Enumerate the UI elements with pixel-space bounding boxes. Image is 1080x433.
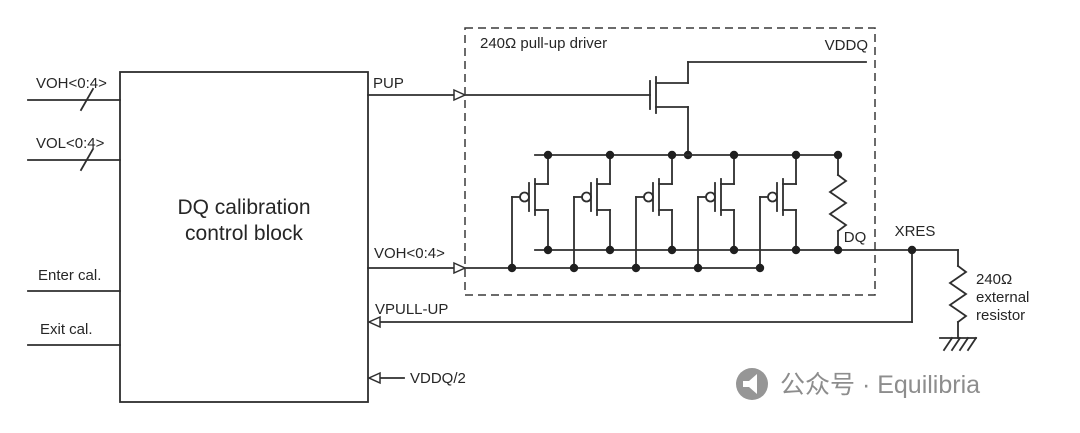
driver-transistor-5	[754, 149, 802, 274]
label-exit-cal: Exit cal.	[40, 321, 93, 338]
label-xres: XRES	[895, 223, 936, 240]
vddq2-arrowhead	[367, 371, 381, 385]
label-ext-res-line2: external	[976, 289, 1029, 306]
watermark-text: 公众号 · Equilibria	[780, 371, 980, 399]
pullup-driver-box	[464, 27, 876, 296]
label-vpullup: VPULL-UP	[375, 301, 448, 318]
dq-rail	[534, 245, 959, 255]
voh-arrowhead	[453, 261, 467, 275]
top-pmos-transistor	[649, 61, 867, 160]
driver-resistor	[828, 150, 848, 255]
driver-transistor-4	[692, 149, 740, 274]
control-block	[119, 71, 369, 403]
label-voh-input: VOH<0:4>	[36, 75, 107, 92]
external-resistor	[948, 249, 968, 339]
driver-transistor-3	[630, 149, 678, 274]
label-ext-res-line3: resistor	[976, 307, 1025, 324]
label-driver-title: 240Ω pull-up driver	[480, 35, 607, 52]
watermark: 公众号 · Equilibria	[736, 368, 980, 400]
input-vol-bus	[27, 147, 121, 172]
vpullup-arrowhead	[367, 315, 381, 329]
control-block-title-line2: control block	[185, 222, 303, 245]
label-enter-cal: Enter cal.	[38, 267, 101, 284]
label-pup: PUP	[373, 75, 404, 92]
label-vddq: VDDQ	[825, 37, 868, 54]
ground-symbol	[939, 336, 978, 352]
label-vol-input: VOL<0:4>	[36, 135, 105, 152]
speaker-icon	[743, 374, 757, 394]
input-voh-bus	[27, 87, 121, 112]
label-voh-out: VOH<0:4>	[374, 245, 445, 262]
control-block-title-line1: DQ calibration	[177, 196, 310, 219]
label-dq: DQ	[844, 229, 867, 246]
label-ext-res-line1: 240Ω	[976, 271, 1012, 288]
vpullup-signal-wire	[377, 249, 913, 323]
driver-transistor-2	[568, 149, 616, 274]
driver-transistor-1	[506, 149, 554, 274]
pup-arrowhead	[453, 88, 467, 102]
label-vddq2: VDDQ/2	[410, 370, 466, 387]
